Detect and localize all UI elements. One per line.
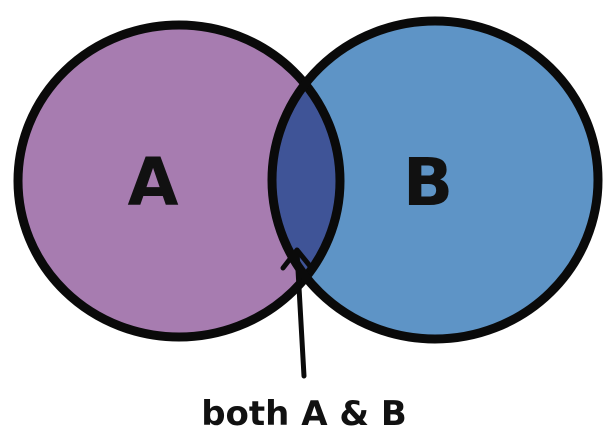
set-a-label: A [127,144,178,221]
set-b-outline [267,16,603,344]
arrow-icon [280,247,313,379]
set-a-circle [18,25,340,337]
set-a-outline [13,20,345,342]
set-b-circle [272,21,598,339]
intersection-caption: both A & B [201,394,407,434]
set-b-label: B [403,144,453,221]
